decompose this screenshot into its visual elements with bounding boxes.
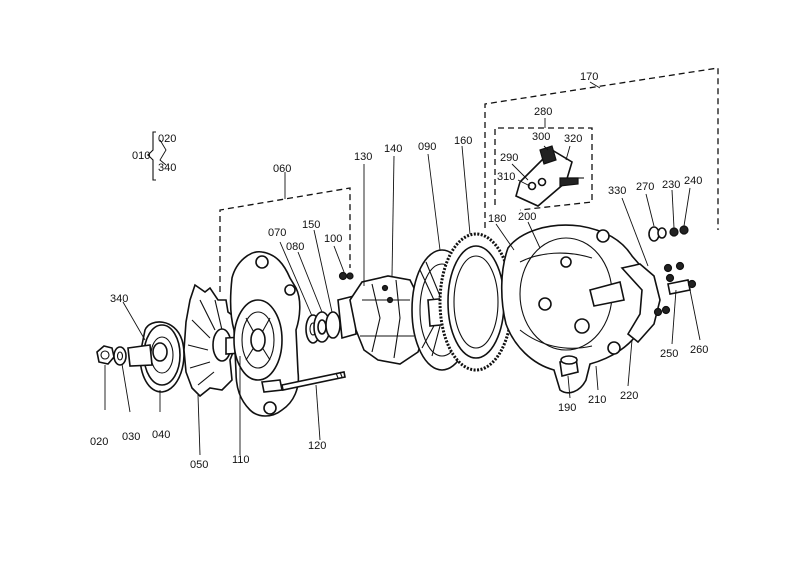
label-220: 220	[620, 390, 638, 402]
label-080: 080	[286, 241, 304, 253]
label-060: 060	[273, 163, 291, 175]
brush-holder-300	[515, 145, 584, 207]
label-250: 250	[660, 348, 678, 360]
label-010: 010	[132, 150, 150, 162]
dashed-bracket-060	[219, 172, 351, 292]
label-160: 160	[454, 135, 472, 147]
washer-030	[113, 346, 127, 366]
label-100: 100	[324, 233, 342, 245]
label-330: 330	[608, 185, 626, 197]
label-020-group: 020	[158, 133, 176, 145]
label-040: 040	[152, 429, 170, 441]
label-320: 320	[564, 133, 582, 145]
rectifier-housing-210	[500, 224, 651, 394]
dashed-box-280	[494, 118, 593, 211]
stator-160	[438, 232, 514, 372]
terminal-260	[667, 279, 697, 295]
label-170: 170	[580, 71, 598, 83]
part-labels: 010 020 340 020 030 040 050 060 070 080 …	[90, 71, 708, 471]
retainer-150	[325, 311, 341, 339]
label-300: 300	[532, 131, 550, 143]
label-180: 180	[488, 213, 506, 225]
dashed-bracket-170	[484, 67, 719, 230]
label-190: 190	[558, 402, 576, 414]
label-030: 030	[122, 431, 140, 443]
nut-240	[679, 225, 689, 235]
label-070: 070	[268, 227, 286, 239]
nut-020	[96, 345, 115, 365]
label-050: 050	[190, 459, 208, 471]
group-brace-010	[147, 131, 167, 181]
nut-230	[669, 227, 679, 237]
drive-end-housing	[229, 251, 301, 417]
label-090: 090	[418, 141, 436, 153]
label-130: 130	[354, 151, 372, 163]
label-340-group: 340	[158, 162, 176, 174]
nuts-250	[653, 261, 685, 317]
cover-220	[620, 263, 661, 344]
label-280: 280	[534, 106, 552, 118]
pulley-040	[127, 321, 185, 393]
label-290: 290	[500, 152, 518, 164]
through-bolt-120	[281, 371, 346, 391]
label-200: 200	[518, 211, 536, 223]
label-230: 230	[662, 179, 680, 191]
label-110: 110	[232, 454, 250, 466]
label-140: 140	[384, 143, 402, 155]
label-120: 120	[308, 440, 326, 452]
label-210: 210	[588, 394, 606, 406]
leader-lines	[104, 145, 701, 456]
label-260: 260	[690, 344, 708, 356]
label-340: 340	[110, 293, 128, 305]
label-240: 240	[684, 175, 702, 187]
bushing-190	[559, 355, 579, 377]
label-150: 150	[302, 219, 320, 231]
label-020: 020	[90, 436, 108, 448]
label-310: 310	[497, 171, 515, 183]
terminal-270	[648, 226, 667, 242]
label-270: 270	[636, 181, 654, 193]
